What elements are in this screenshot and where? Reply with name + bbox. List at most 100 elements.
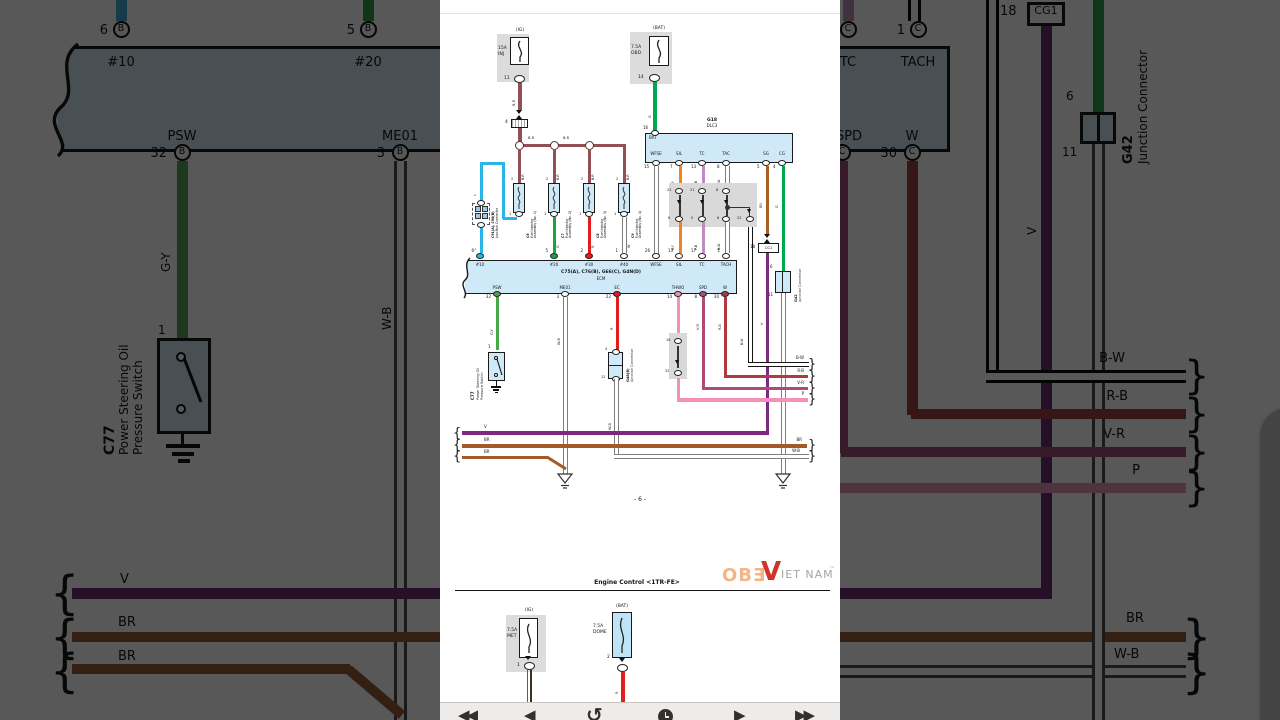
g42-divider (782, 271, 784, 293)
pin-oval (698, 188, 706, 194)
bg-wire-label: B-W (1099, 351, 1125, 366)
block-link (702, 195, 704, 216)
switch-contact (494, 356, 498, 360)
side-panel-corner (1258, 406, 1280, 720)
bg-pin-circle: C (839, 21, 857, 38)
wiring-diagram-page[interactable]: (IG) 15A INJ 11 B-R 4 (BAT) 7.5A OBD 14 … (440, 0, 840, 702)
dlc3-pin-label: WFSE (650, 151, 662, 156)
wire-cg (781, 166, 785, 271)
injector-coil (517, 186, 521, 209)
fuse-name: OBD (631, 51, 642, 56)
bg-pin-label: W (905, 129, 919, 144)
pin-oval (721, 291, 729, 297)
wire-vr (701, 297, 705, 389)
pin-number: 11 (768, 292, 774, 297)
skip-back-button[interactable]: ◀◀ (458, 706, 478, 720)
continuation-brace: { (453, 438, 462, 453)
cg1-label: CG1 (764, 245, 773, 250)
pin-oval (493, 291, 501, 297)
pin-oval (699, 291, 707, 297)
bg-pin-circle: B (173, 144, 191, 161)
bg-continuation-brace: } (1184, 353, 1210, 399)
g48-divider (608, 365, 623, 366)
clock-icon[interactable] (658, 709, 673, 720)
arrow-down-icon (675, 360, 680, 364)
ecm-torn-edge (458, 257, 471, 299)
wire-sil (678, 222, 682, 253)
wire-l (479, 164, 483, 203)
dlc3-pin-label: CG (779, 151, 785, 156)
wire-label: BR (759, 203, 763, 208)
pin-oval (514, 75, 525, 83)
pin-number: 2 (546, 177, 549, 181)
pin-oval (675, 253, 683, 259)
wire-bw (747, 227, 753, 366)
bg-wire-label: V (120, 572, 129, 587)
pin-number: 3 (556, 294, 559, 299)
bg-pin-label: SPD (835, 129, 863, 144)
pin-oval (652, 160, 660, 166)
rotate-button[interactable]: ↺ (586, 703, 603, 720)
wire-w (621, 217, 627, 253)
dlc3-pin-label: SIL (676, 151, 682, 156)
bg-continuation-brace: } (1182, 645, 1212, 699)
pin-number: 4 (605, 347, 608, 351)
fuse-name: INJ (498, 52, 505, 57)
ecm-pin-label: TC (699, 262, 705, 267)
wire-label: G (556, 245, 560, 248)
skip-forward-button[interactable]: ▶▶ (795, 706, 815, 720)
bg-ground-bar (172, 452, 194, 456)
pin-oval (651, 130, 659, 136)
fuse-rating: 15A (498, 46, 507, 51)
injector-label: C7 Fuel Injector Assembly (No. 2) (561, 210, 573, 238)
wire-label: G (775, 205, 779, 208)
next-button[interactable]: ▶ (734, 706, 746, 720)
pin-number: 16 (643, 125, 649, 130)
wire-v (462, 431, 769, 435)
junction-cell (475, 213, 481, 219)
wire (526, 670, 529, 702)
pin-oval (620, 211, 628, 217)
wire-label: G-Y (490, 329, 494, 335)
wire-br (622, 145, 626, 183)
pin-number: 6 (471, 248, 474, 253)
bg-wire-gy (176, 161, 188, 341)
pin-number: 22 (667, 188, 672, 192)
injector-label: C9 Fuel Injector Assembly (No. 4) (631, 210, 643, 238)
arrow-down-icon (723, 200, 728, 204)
switch-blade (496, 358, 503, 376)
bg-continuation-brace: } (1184, 429, 1210, 475)
pin-oval (722, 216, 730, 222)
wire-rb (723, 297, 727, 377)
ecm-pin-label: EC (614, 285, 620, 290)
pin-number: 32 (665, 369, 670, 373)
pin-oval (652, 253, 660, 259)
inline-connector (511, 119, 528, 128)
pin-number: 8 (717, 164, 720, 169)
connector-mate-icon (619, 658, 626, 662)
pin-number: 5 (691, 216, 694, 220)
pin-number: 7 (670, 164, 673, 169)
connector-id: G18 (707, 118, 717, 123)
pin-oval (674, 338, 682, 344)
wire-l (501, 163, 505, 219)
relay-block (669, 183, 757, 227)
previous-button[interactable]: ◀ (524, 706, 536, 720)
dlc3-bat-label: BAT (649, 135, 657, 140)
bg-wire-label: BR (1126, 611, 1144, 626)
bg-wire-p (762, 483, 1186, 493)
pin-number: 2 (580, 248, 583, 253)
wire-p (676, 297, 680, 338)
pin-oval (617, 664, 628, 672)
pin-oval (561, 291, 569, 297)
continuation-brace: } (808, 438, 817, 453)
pin-oval (698, 216, 706, 222)
wire-br (462, 455, 548, 459)
wire-label: B-R (556, 174, 560, 180)
bg-pin-number: 30 (880, 146, 897, 161)
pin-number: 13 (691, 164, 697, 169)
pin-number: 2 (581, 177, 584, 181)
bg-pin-label: TACH (900, 55, 936, 70)
ground-stem (495, 381, 497, 386)
